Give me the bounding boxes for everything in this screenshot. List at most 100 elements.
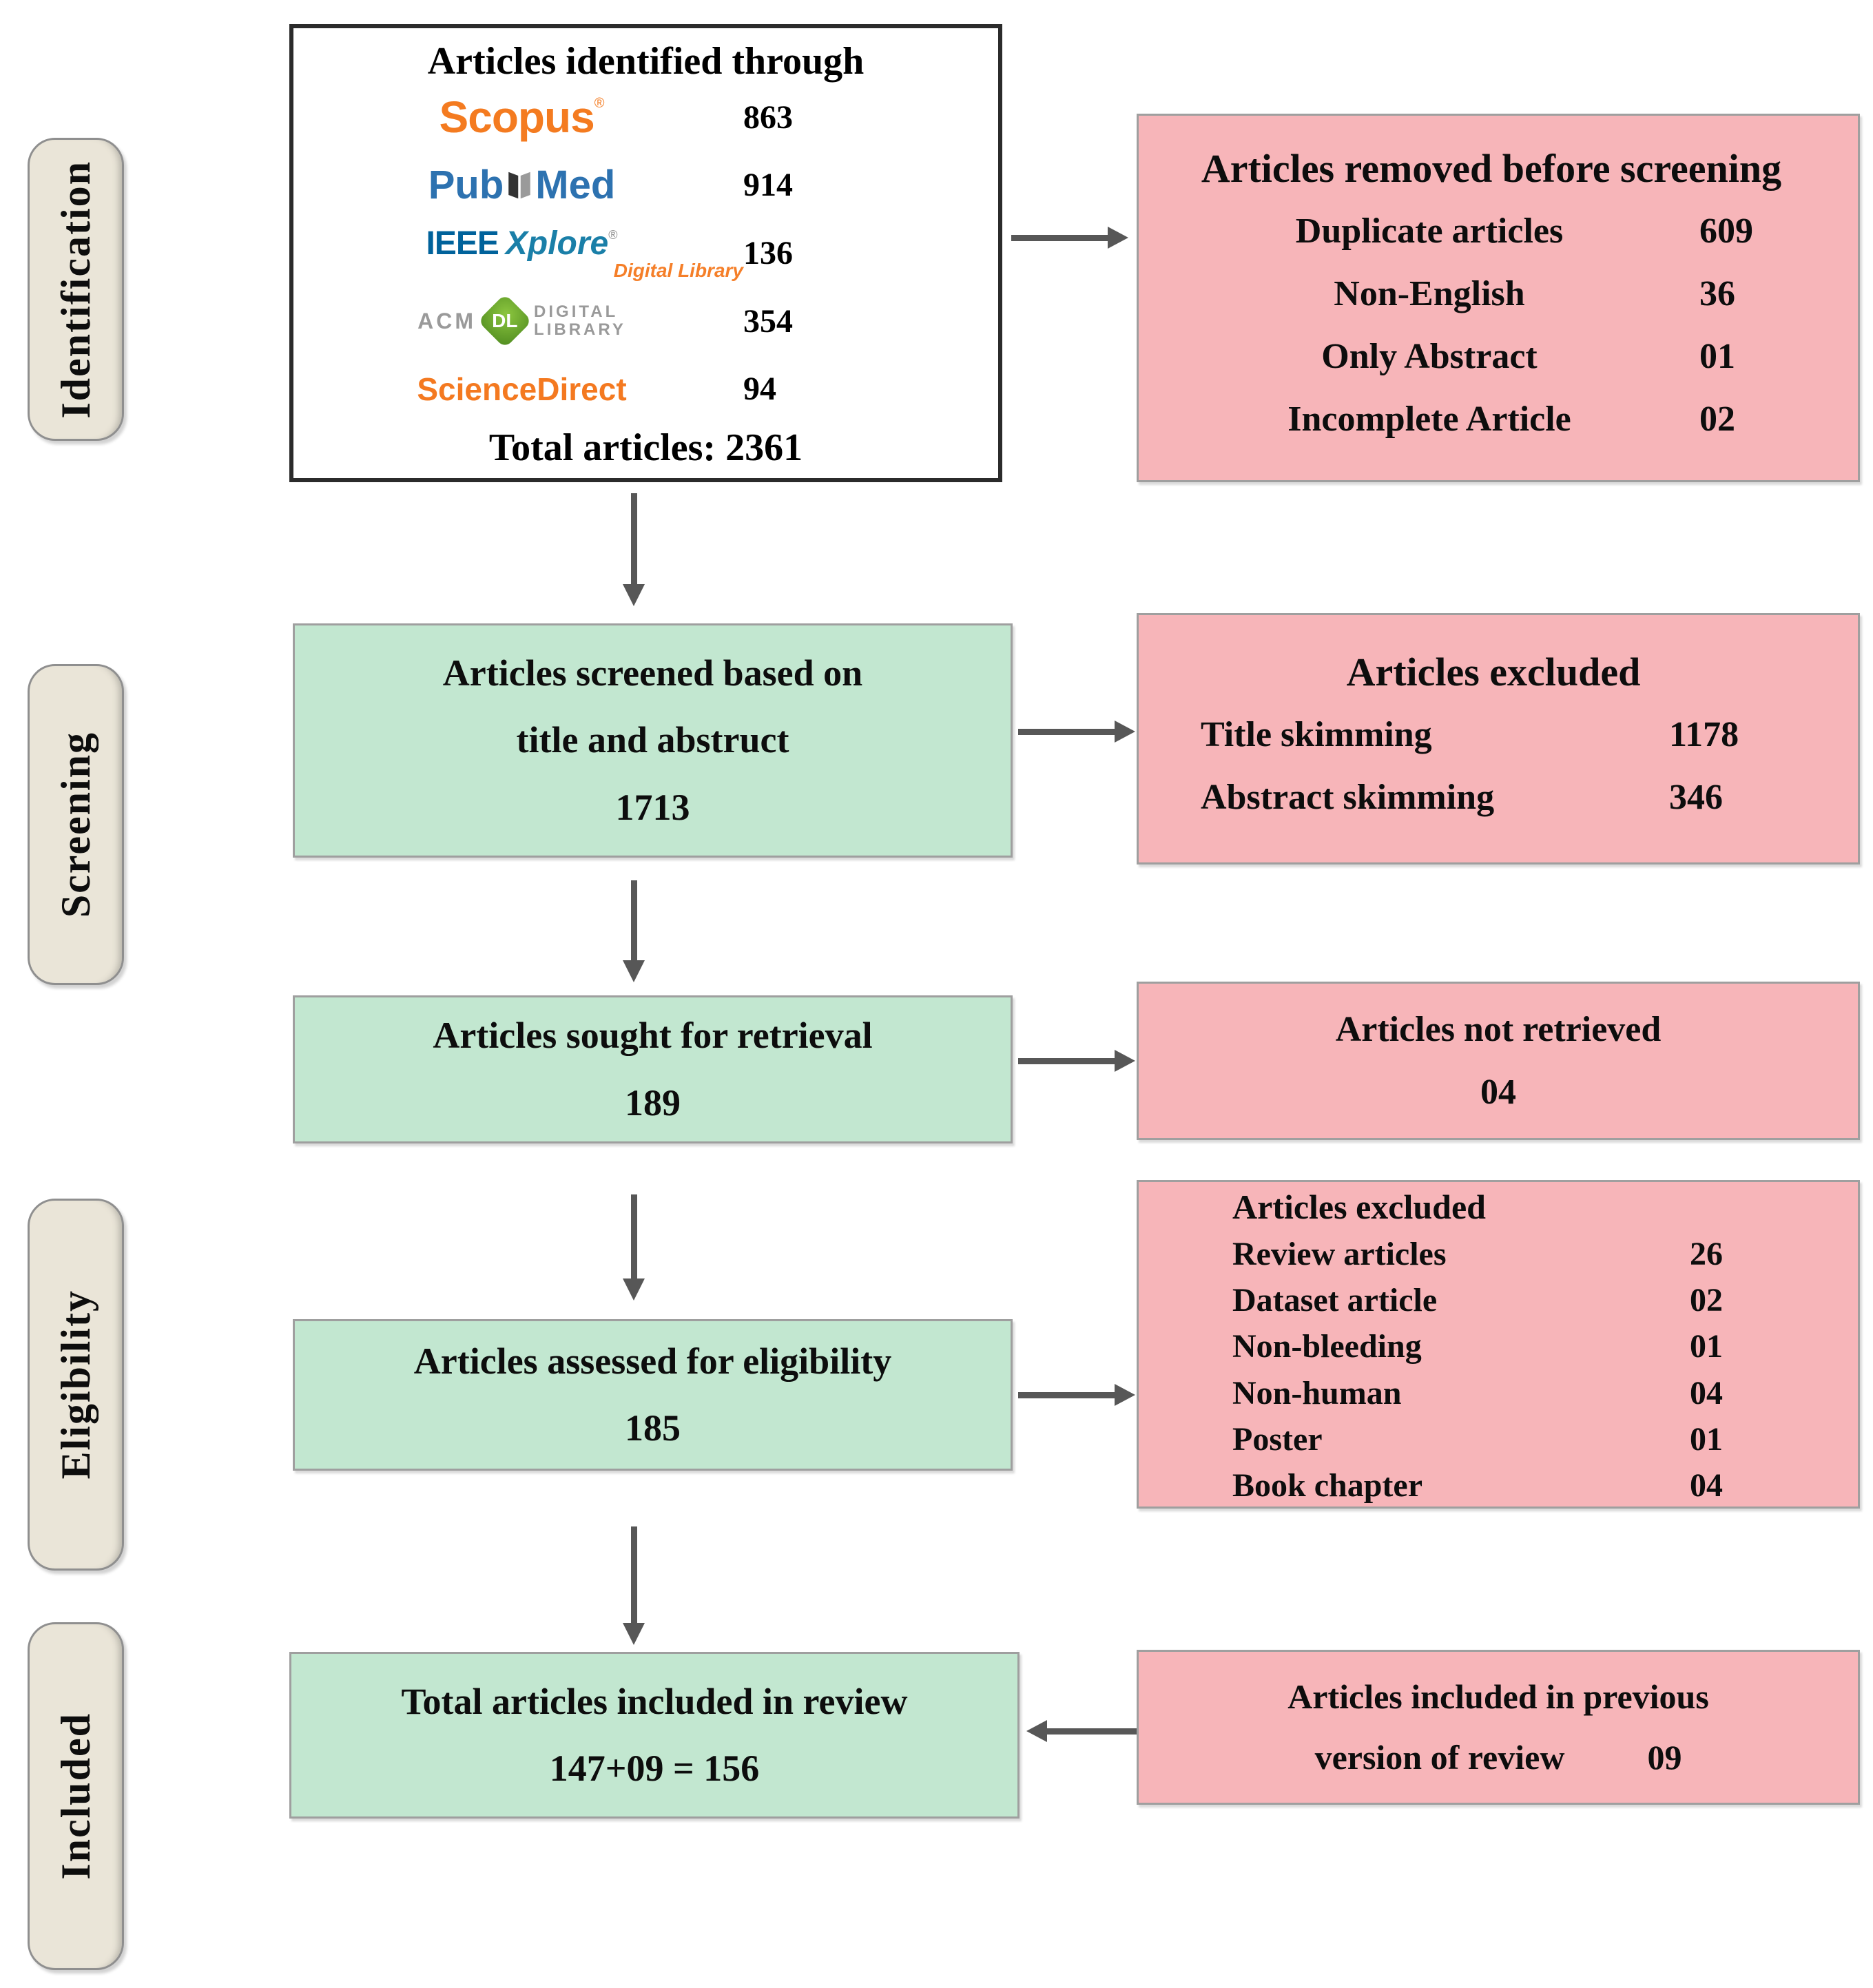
acm-count: 354 [743,302,793,340]
excluded-row-review-articles-value: 26 [1690,1235,1723,1272]
acm-library-text: LIBRARY [534,320,626,340]
arrow-retrieval-to-notretrieved [1018,1049,1135,1073]
excluded-row-nonbleeding-label: Non-bleeding [1232,1328,1422,1365]
scopus-reg-mark: ® [594,95,605,111]
stage-pill-eligibility: Eligibility [28,1199,124,1571]
sciencedirect-logo: ScienceDirect [300,371,743,408]
excluded-eligibility-title-row: Articles excluded [1232,1183,1800,1231]
identified-box-title: Articles identified through [427,40,865,83]
total-included-box: Total articles included in review 147+09… [289,1652,1020,1819]
arrow-head-right-icon [1115,1384,1135,1406]
total-included-line: Total articles included in review [401,1680,908,1722]
source-row-acm: ACM DL DIGITAL LIBRARY 354 [300,287,991,355]
stage-pill-identification: Identification [28,138,124,441]
sought-retrieval-box: Articles sought for retrieval 189 [293,995,1013,1143]
sciencedirect-count: 94 [743,371,776,408]
excluded-row-nonbleeding: Non-bleeding 01 [1232,1323,1800,1369]
acm-dl-badge-text: DL [492,310,518,332]
pubmed-book-icon [508,172,531,199]
removed-row-nonenglish: Non-English 36 [1159,262,1823,325]
removed-row-duplicates-label: Duplicate articles [1295,211,1564,251]
sought-retrieval-line: Articles sought for retrieval [433,1015,873,1057]
arrow-retrieval-to-assessed [622,1194,645,1301]
excluded-row-poster: Poster 01 [1232,1416,1800,1462]
excluded-row-review-articles: Review articles 26 [1232,1231,1800,1277]
arrow-identified-to-removed [1011,226,1128,249]
removed-row-incomplete-value: 02 [1699,400,1735,439]
removed-row-incomplete: Incomplete Article 02 [1159,388,1823,451]
assessed-eligibility-count: 185 [625,1407,681,1449]
removed-row-incomplete-label: Incomplete Article [1287,400,1571,439]
stage-label-eligibility: Eligibility [52,1290,99,1480]
scopus-logo-text: Scopus [439,92,595,143]
pubmed-count: 914 [743,167,793,204]
previous-version-line-2: version of review 09 [1139,1728,1858,1788]
pubmed-logo: Pub Med [300,162,743,208]
excluded-row-abstract-skimming: Abstract skimming 346 [1201,766,1786,829]
arrow-screened-to-retrieval [622,880,645,982]
screened-box: Articles screened based on title and abs… [293,623,1013,858]
acm-digital-text: DIGITAL [534,302,619,321]
excluded-row-dataset-label: Dataset article [1232,1282,1438,1319]
ieee-count: 136 [743,234,793,271]
removed-before-screening-box: Articles removed before screening Duplic… [1137,114,1860,482]
arrow-assessed-to-total [622,1526,645,1645]
removed-row-onlyabstract: Only Abstract 01 [1159,325,1823,388]
excluded-row-abstract-skimming-value: 346 [1669,778,1723,817]
previous-version-value: 09 [1647,1737,1682,1777]
acm-dl-logo: ACM DL DIGITAL LIBRARY [300,293,743,349]
excluded-eligibility-box: Articles excluded Review articles 26 Dat… [1137,1180,1860,1509]
sought-retrieval-count: 189 [625,1081,681,1124]
removed-before-screening-title: Articles removed before screening [1201,146,1782,191]
not-retrieved-label: Articles not retrieved [1335,1010,1662,1049]
excluded-eligibility-title: Articles excluded [1232,1187,1486,1226]
excluded-row-nonhuman-value: 04 [1690,1374,1723,1411]
excluded-screening-box: Articles excluded Title skimming 1178 Ab… [1137,613,1860,864]
excluded-row-title-skimming-value: 1178 [1669,715,1739,754]
excluded-row-title-skimming: Title skimming 1178 [1201,703,1786,766]
excluded-row-review-articles-label: Review articles [1232,1235,1447,1272]
excluded-screening-title: Articles excluded [1346,650,1641,694]
arrow-assessed-to-excluded [1018,1383,1135,1407]
not-retrieved-box: Articles not retrieved 04 [1137,982,1860,1140]
total-articles-line: Total articles: 2361 [488,426,803,469]
pubmed-logo-text-pub: Pub [428,163,504,208]
removed-row-nonenglish-label: Non-English [1334,274,1525,313]
scopus-count: 863 [743,99,793,136]
source-row-scopus: Scopus ® 863 [300,83,991,152]
not-retrieved-count-line: 04 [1139,1061,1858,1124]
previous-version-text-2: version of review [1314,1737,1565,1777]
stage-label-included: Included [52,1712,99,1880]
assessed-eligibility-box: Articles assessed for eligibility 185 [293,1319,1013,1471]
arrow-head-down-icon [623,1623,645,1645]
removed-row-duplicates-value: 609 [1699,211,1753,251]
removed-row-nonenglish-value: 36 [1699,274,1735,313]
arrow-head-down-icon [623,584,645,606]
ieee-reg-mark: ® [608,227,618,242]
arrow-head-down-icon [623,1278,645,1301]
arrow-screened-to-excluded [1018,720,1135,743]
excluded-row-poster-value: 01 [1690,1420,1723,1458]
assessed-eligibility-line: Articles assessed for eligibility [413,1340,892,1382]
removed-row-onlyabstract-value: 01 [1699,337,1735,376]
removed-row-duplicates: Duplicate articles 609 [1159,200,1823,262]
not-retrieved-value: 04 [1480,1073,1516,1112]
arrow-line [1018,1392,1115,1398]
ieee-xplore-logo: IEEE Xplore ® Digital Library [300,225,743,282]
acm-digital-library-text: DIGITAL LIBRARY [534,302,626,340]
not-retrieved-line: Articles not retrieved [1139,998,1858,1061]
excluded-row-poster-label: Poster [1232,1420,1323,1458]
sciencedirect-logo-text: ScienceDirect [417,371,627,407]
arrow-head-down-icon [623,960,645,982]
xplore-logo-text: Xplore [505,225,609,262]
stage-pill-included: Included [28,1622,124,1970]
source-row-pubmed: Pub Med 914 [300,152,991,220]
stage-label-identification: Identification [52,160,99,419]
arrow-head-right-icon [1108,227,1128,249]
ieee-xplore-logo-top: IEEE Xplore ® [426,225,617,262]
previous-version-text-1: Articles included in previous [1287,1677,1709,1716]
arrow-line [1011,235,1108,241]
removed-row-onlyabstract-label: Only Abstract [1321,337,1538,376]
excluded-row-nonhuman-label: Non-human [1232,1374,1402,1411]
